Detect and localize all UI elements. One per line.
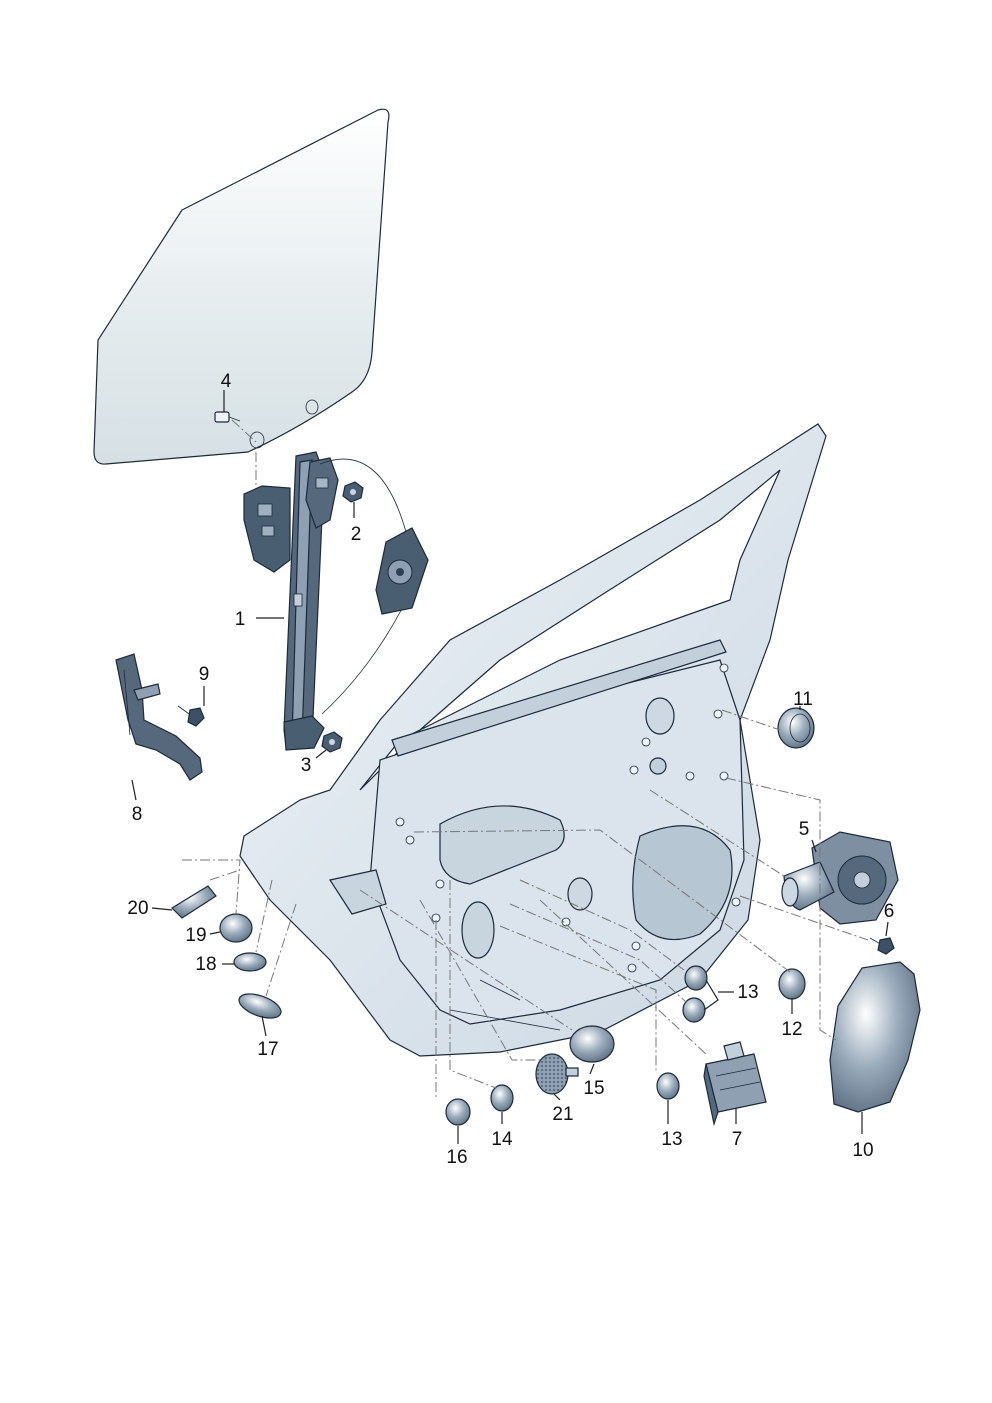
bolt-4: [214, 411, 241, 423]
guide-rail-8: [115, 653, 203, 781]
callout-labels: 1 2 3 4 5 6 7 8 9 10 11 12 13 13 14 15 1…: [127, 371, 894, 1168]
callout-17: 17: [257, 1039, 278, 1060]
callout-13-upper: 13: [737, 982, 758, 1003]
callout-20: 20: [127, 898, 148, 919]
callout-9: 9: [199, 664, 210, 685]
screw-9: [177, 705, 205, 727]
callout-18: 18: [195, 954, 216, 975]
callout-1: 1: [235, 609, 246, 630]
leader-lines: [131, 390, 889, 1144]
callout-2: 2: [351, 524, 362, 545]
plug-15: [569, 1025, 615, 1063]
plug-18: [233, 952, 267, 972]
speaker-grille-21: [535, 1053, 579, 1095]
screw-6: [869, 937, 895, 955]
assembly-lines: [182, 419, 869, 1100]
plug-19: [219, 913, 253, 943]
callout-15: 15: [583, 1078, 604, 1099]
control-unit-7: [703, 1041, 767, 1127]
plug-14: [490, 1084, 514, 1112]
plug-13-upper: [684, 965, 708, 991]
nut-3: [321, 731, 343, 753]
callout-19: 19: [185, 925, 206, 946]
callout-7: 7: [732, 1129, 743, 1150]
callout-16: 16: [446, 1147, 467, 1168]
plug-13-lower: [656, 1072, 680, 1100]
callout-3: 3: [301, 755, 312, 776]
callout-8: 8: [132, 804, 143, 825]
window-glass: [93, 108, 390, 465]
callout-14: 14: [491, 1129, 513, 1150]
callout-4: 4: [221, 371, 232, 392]
plug-11: [777, 707, 815, 749]
callout-5: 5: [799, 819, 810, 840]
callout-10: 10: [852, 1140, 873, 1161]
cap-20: [171, 885, 217, 919]
window-regulator: [243, 451, 429, 751]
callout-6: 6: [884, 901, 895, 922]
plug-16: [445, 1098, 471, 1126]
nut-2: [342, 481, 364, 503]
callout-13-lower: 13: [661, 1129, 682, 1150]
door-shell: [239, 423, 827, 1057]
callout-21: 21: [552, 1104, 573, 1125]
plug-17: [238, 993, 282, 1019]
callout-11: 11: [793, 689, 813, 710]
motor-5: [781, 831, 899, 925]
sealing-foil-10: [829, 961, 921, 1113]
callout-12: 12: [781, 1019, 802, 1040]
plug-12: [778, 968, 806, 1000]
